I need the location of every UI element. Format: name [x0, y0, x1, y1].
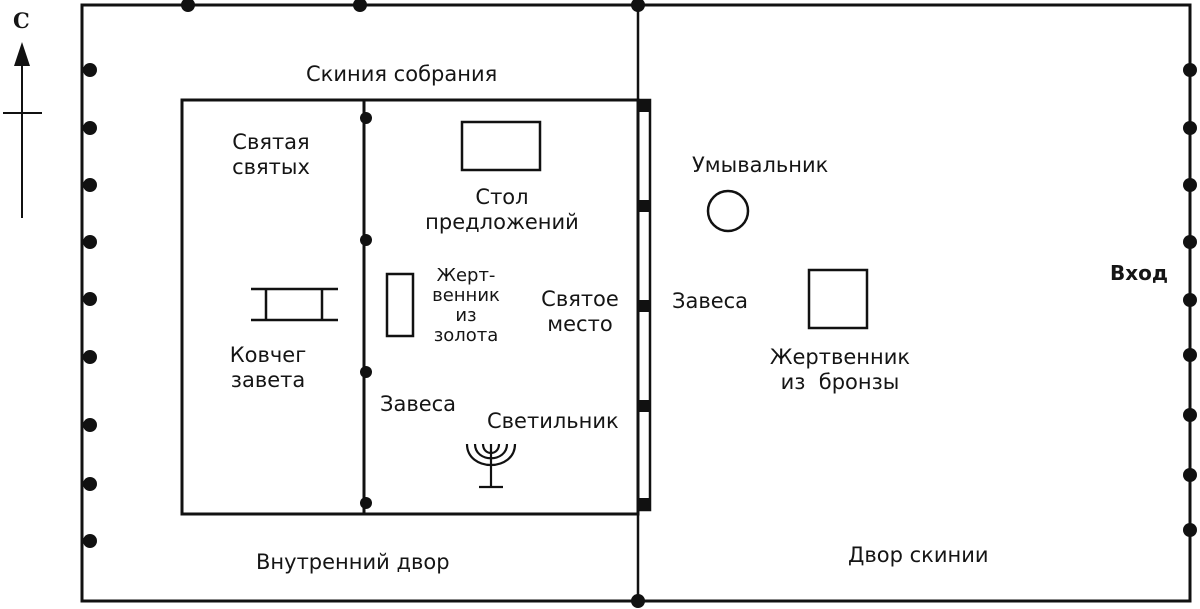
post: [83, 235, 97, 249]
post: [1183, 468, 1197, 482]
post: [83, 121, 97, 135]
curtain-inner-label: Завеса: [380, 392, 457, 416]
compass: [3, 42, 42, 218]
golden-altar-shape: [385, 272, 415, 338]
table-label: Стол предложений: [425, 185, 579, 234]
holy-of-holies-label: Святая святых: [232, 130, 310, 179]
lampstand-icon: [465, 443, 517, 489]
post: [83, 292, 97, 306]
laver-label: Умывальник: [692, 153, 829, 177]
veil-posts: [360, 112, 372, 509]
post: [638, 300, 651, 312]
screen-posts: [638, 100, 651, 510]
post: [360, 497, 372, 509]
inner-court-label: Внутренний двор: [256, 550, 450, 574]
compass-north-label: С: [13, 8, 30, 33]
post: [638, 498, 651, 510]
outer-court-label: Двор скинии: [848, 543, 989, 567]
post: [638, 400, 651, 412]
table-of-showbread-shape: [460, 120, 542, 172]
post: [1183, 178, 1197, 192]
post: [1183, 293, 1197, 307]
entrance-label: Вход: [1110, 261, 1169, 285]
post: [1183, 348, 1197, 362]
post: [181, 0, 195, 12]
laver-shape: [706, 189, 750, 233]
post: [1183, 63, 1197, 77]
post: [83, 178, 97, 192]
bronze-altar-label: Жертвенник из бронзы: [769, 345, 911, 394]
post: [638, 100, 651, 112]
post: [631, 0, 645, 12]
curtain-outer-label: Завеса: [672, 289, 749, 313]
post: [360, 366, 372, 378]
post: [83, 534, 97, 548]
lampstand-label: Светильник: [487, 409, 619, 433]
post: [83, 418, 97, 432]
post: [1183, 235, 1197, 249]
holy-place-label: Святое место: [541, 287, 619, 336]
north-arrow-icon: [14, 42, 30, 66]
post: [360, 234, 372, 246]
ark-shape: [251, 287, 338, 322]
post: [638, 200, 651, 212]
post: [631, 594, 645, 608]
post: [83, 63, 97, 77]
post: [1183, 121, 1197, 135]
courtyard-boundary: [80, 3, 1192, 603]
bronze-altar-shape: [807, 268, 869, 330]
post: [360, 112, 372, 124]
tabernacle-label: Скиния собрания: [306, 62, 498, 86]
courtyard-posts: [83, 0, 1197, 608]
post: [1183, 523, 1197, 537]
ark-label: Ковчег завета: [229, 343, 307, 392]
post: [353, 0, 367, 12]
post: [83, 350, 97, 364]
post: [83, 477, 97, 491]
post: [1183, 408, 1197, 422]
golden-altar-label: Жерт- венник из золота: [432, 265, 500, 346]
